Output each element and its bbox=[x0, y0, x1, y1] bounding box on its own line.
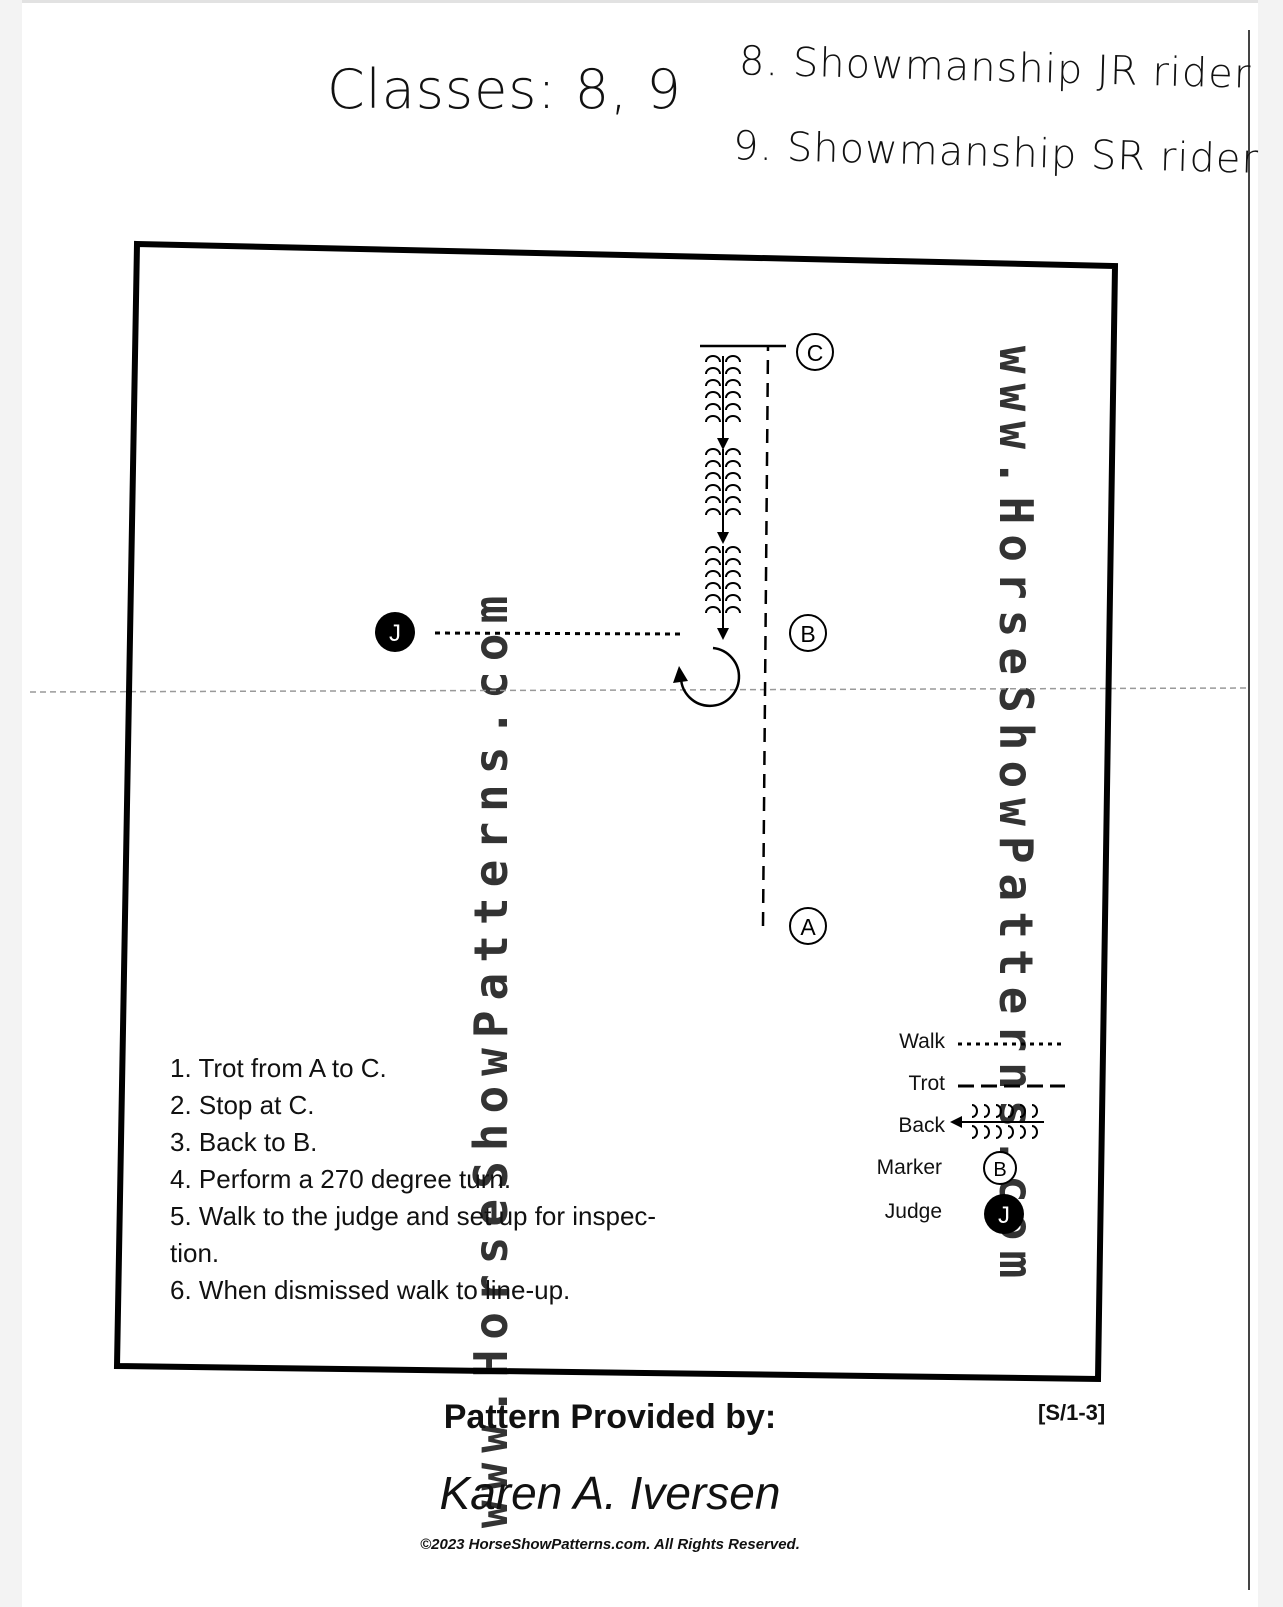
step-1: 1. Trot from A to C. bbox=[170, 1053, 387, 1083]
step-2: 2. Stop at C. bbox=[170, 1090, 315, 1120]
back-path bbox=[705, 355, 741, 630]
trot-path bbox=[761, 345, 770, 927]
back-arrowheads bbox=[717, 438, 729, 640]
pattern-sheet bbox=[22, 0, 1258, 1607]
marker-b-label: B bbox=[800, 621, 815, 647]
classes-heading: Classes: 8, 9 bbox=[327, 58, 682, 121]
legend-walk-label: Walk bbox=[899, 1030, 945, 1053]
marker-c bbox=[796, 333, 834, 371]
judge-marker-label: J bbox=[389, 620, 401, 647]
pattern-steps: 1. Trot from A to C. 2. Stop at C. 3. Ba… bbox=[170, 1050, 656, 1309]
copyright-notice: ©2023 HorseShowPatterns.com. All Rights … bbox=[420, 1536, 800, 1553]
legend-marker-symbol-label: B bbox=[993, 1159, 1006, 1181]
step-3: 3. Back to B. bbox=[170, 1127, 318, 1157]
marker-a-label: A bbox=[800, 914, 816, 940]
step-5-continued: tion. bbox=[170, 1238, 220, 1268]
legend-judge-symbol-label: J bbox=[998, 1202, 1010, 1229]
legend-back-arrowhead bbox=[950, 1116, 962, 1128]
legend-judge-label: Judge bbox=[884, 1200, 942, 1223]
step-6: 6. When dismissed walk to line-up. bbox=[170, 1275, 571, 1305]
legend-back-label: Back bbox=[898, 1114, 945, 1137]
turn-arrowhead bbox=[673, 666, 688, 683]
back-prints-3 bbox=[705, 546, 741, 614]
provided-by-heading: Pattern Provided by: bbox=[443, 1398, 777, 1436]
marker-a bbox=[789, 907, 827, 945]
back-prints-2 bbox=[705, 448, 741, 516]
walk-path bbox=[431, 631, 681, 636]
pattern-code: [S/1-3] bbox=[1038, 1400, 1106, 1425]
marker-c-label: C bbox=[807, 340, 824, 366]
legend-marker-symbol bbox=[983, 1151, 1017, 1185]
judge-marker bbox=[375, 612, 415, 652]
step-4: 4. Perform a 270 degree turn. bbox=[170, 1164, 512, 1194]
legend-judge-symbol bbox=[984, 1194, 1024, 1234]
arena-border bbox=[113, 240, 1119, 1383]
author-name: Karen A. Iversen bbox=[439, 1467, 781, 1519]
fold-line bbox=[29, 687, 1251, 693]
legend-marker-label: Marker bbox=[876, 1156, 942, 1179]
step-5: 5. Walk to the judge and set up for insp… bbox=[170, 1201, 657, 1231]
marker-b bbox=[789, 614, 827, 652]
turn-270-path bbox=[679, 646, 741, 708]
legend-trot-label: Trot bbox=[908, 1072, 945, 1095]
back-prints-1 bbox=[705, 355, 741, 423]
legend-back-symbol bbox=[956, 1104, 1044, 1139]
page-edge-line bbox=[1248, 30, 1250, 1590]
